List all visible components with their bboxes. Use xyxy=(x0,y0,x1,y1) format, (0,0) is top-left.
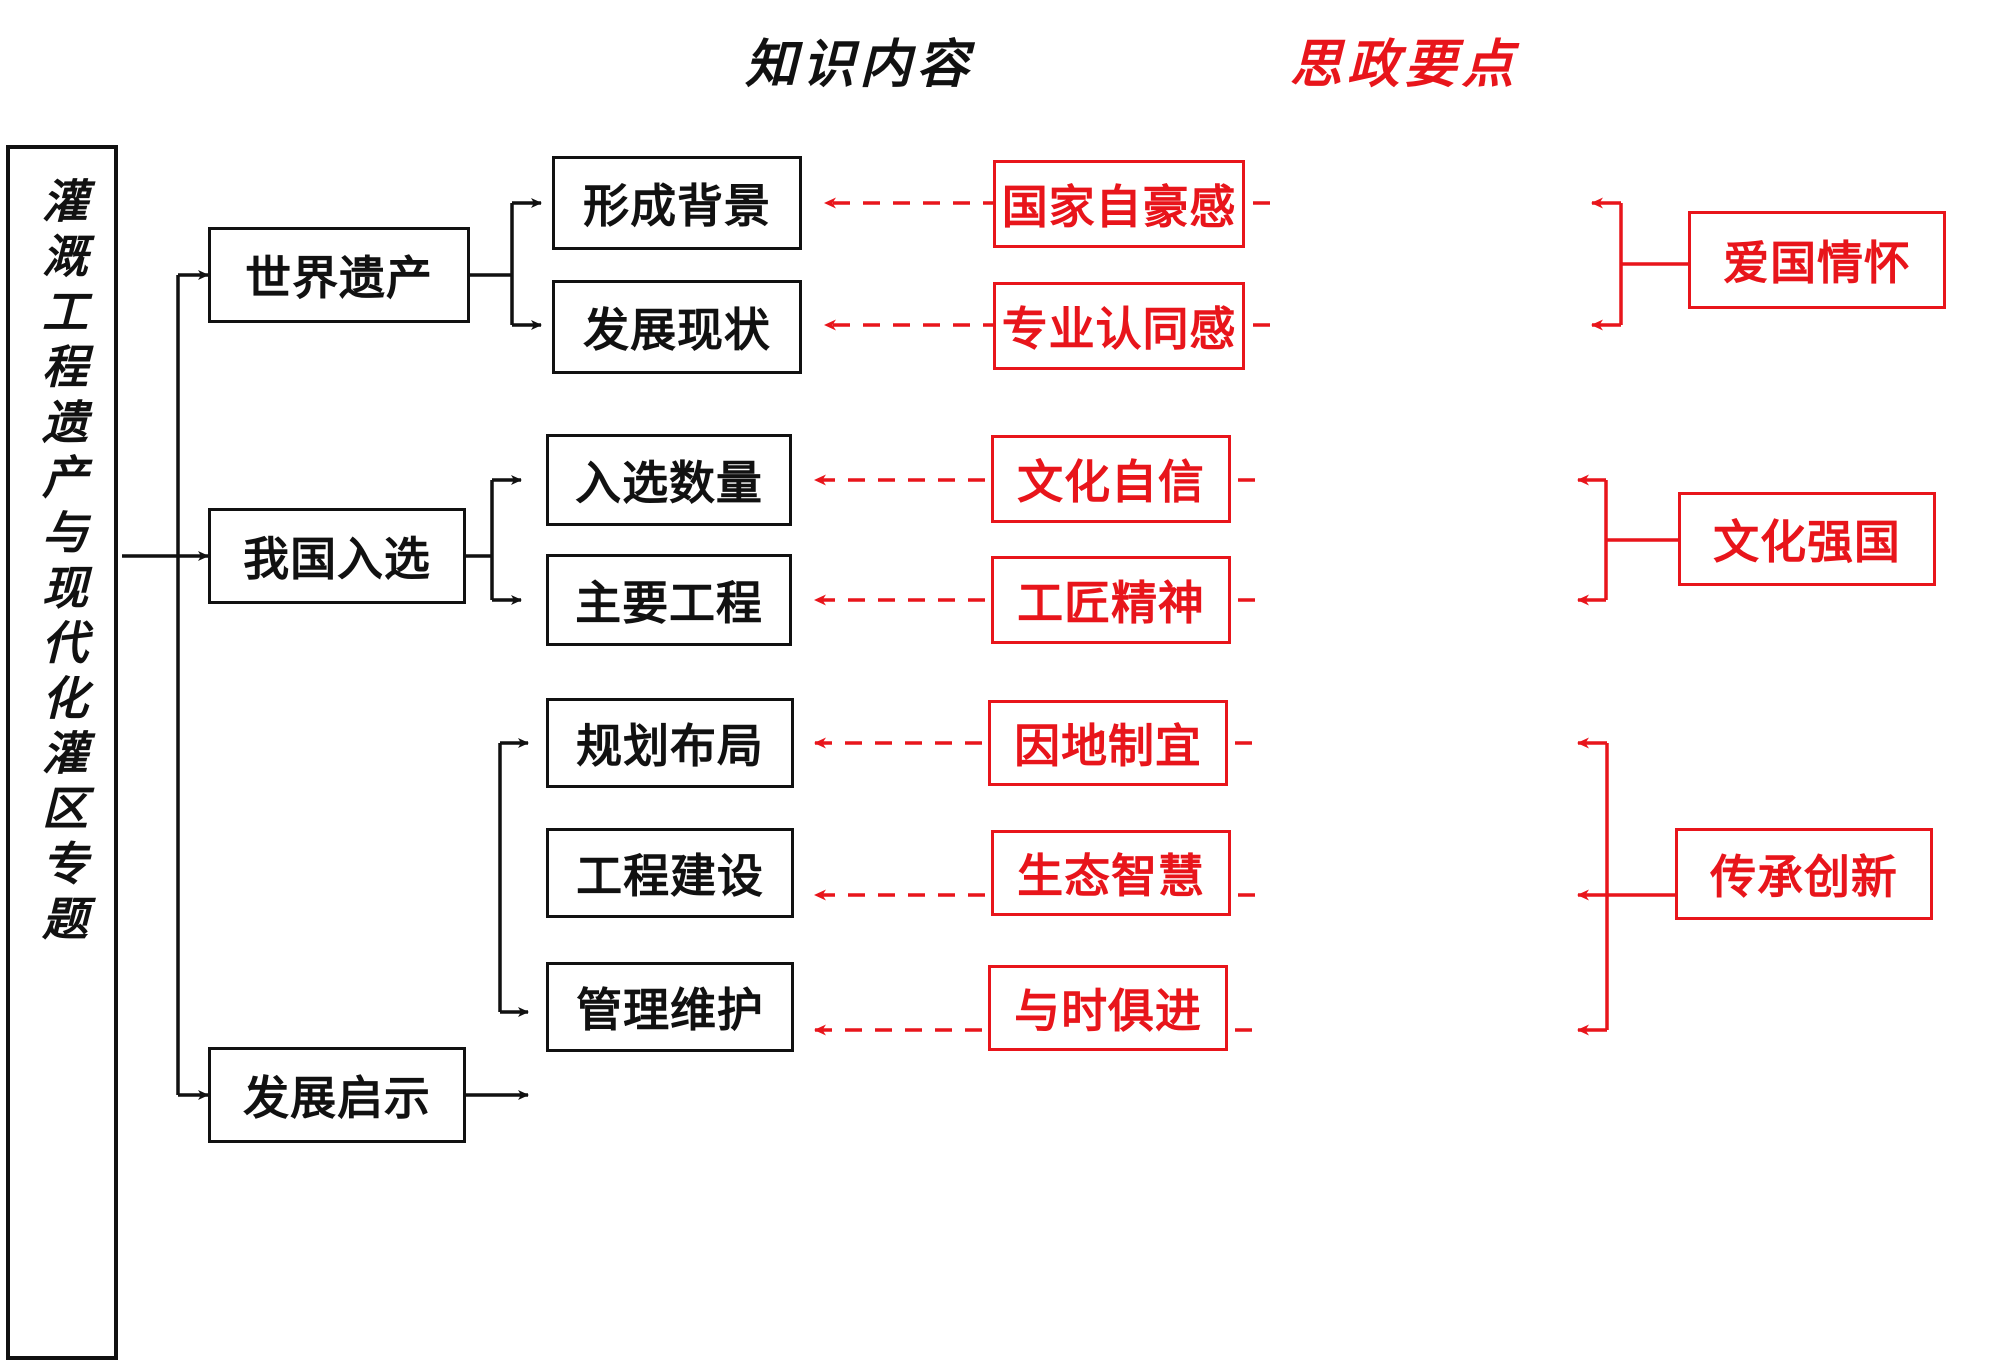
root-topic-box[interactable]: 灌溉工程遗产与现代化灌区专题 xyxy=(6,145,118,1360)
topic-selection-count[interactable]: 入选数量 xyxy=(546,434,792,526)
topic-formation-background[interactable]: 形成背景 xyxy=(552,156,802,250)
branch-china-selected[interactable]: 我国入选 xyxy=(208,508,466,604)
theme-patriotism[interactable]: 爱国情怀 xyxy=(1688,211,1946,309)
branch-development-insight[interactable]: 发展启示 xyxy=(208,1047,466,1143)
topic-management-maintenance[interactable]: 管理维护 xyxy=(546,962,794,1052)
point-craftsman-spirit[interactable]: 工匠精神 xyxy=(991,556,1231,644)
root-topic-title: 灌溉工程遗产与现代化灌区专题 xyxy=(35,177,90,950)
header-knowledge-content: 知识内容 xyxy=(745,34,974,95)
red-solid-connectors xyxy=(1577,197,1688,1036)
branch-world-heritage[interactable]: 世界遗产 xyxy=(208,227,470,323)
point-cultural-confidence[interactable]: 文化自信 xyxy=(991,435,1231,523)
point-ecological-wisdom[interactable]: 生态智慧 xyxy=(991,830,1231,916)
topic-development-status[interactable]: 发展现状 xyxy=(552,280,802,374)
point-national-pride[interactable]: 国家自豪感 xyxy=(993,160,1245,248)
header-ideological-points: 思政要点 xyxy=(1290,34,1519,95)
topic-major-projects[interactable]: 主要工程 xyxy=(546,554,792,646)
topic-engineering-construction[interactable]: 工程建设 xyxy=(546,828,794,918)
theme-cultural-power[interactable]: 文化强国 xyxy=(1678,492,1936,586)
topic-planning-layout[interactable]: 规划布局 xyxy=(546,698,794,788)
point-adapt-to-local-conditions[interactable]: 因地制宜 xyxy=(988,700,1228,786)
point-professional-identity[interactable]: 专业认同感 xyxy=(993,282,1245,370)
theme-inherit-innovate[interactable]: 传承创新 xyxy=(1675,828,1933,920)
point-keep-pace-with-times[interactable]: 与时俱进 xyxy=(988,965,1228,1051)
black-connectors xyxy=(122,198,542,1100)
